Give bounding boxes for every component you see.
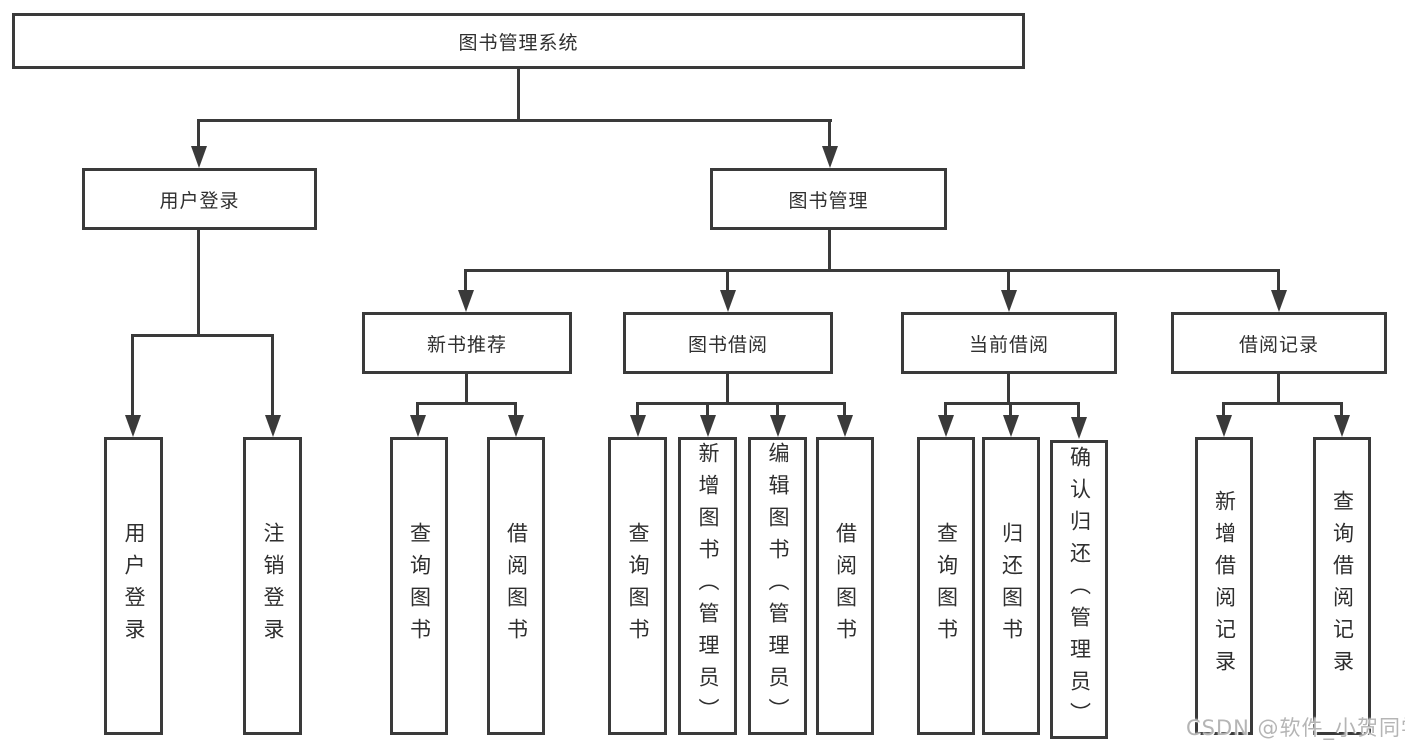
arrow-down-icon [938,415,954,437]
connector-line [131,334,134,416]
leaf-logout: 注销登录 [243,437,302,735]
node-label: 确认归还（管理员） [1067,445,1092,734]
connector-line [726,374,729,405]
connector-line [1077,402,1080,418]
connector-line [1222,402,1342,405]
node-label: 查询图书 [626,522,650,650]
node-label: 新增借阅记录 [1212,490,1237,682]
connector-line [464,269,467,291]
arrow-down-icon [125,415,141,437]
arrow-down-icon [837,415,853,437]
connector-line [726,269,729,291]
arrow-down-icon [458,290,474,312]
node-label: 借阅图书 [833,522,858,650]
arrow-down-icon [720,290,736,312]
leaf-return-books: 归还图书 [982,437,1040,735]
leaf-confirm-return-admin: 确认归还（管理员） [1050,440,1108,739]
connector-line [131,334,274,337]
node-label: 当前借阅 [968,333,1049,356]
connector-line [636,402,639,416]
connector-line [944,402,1080,405]
node-label: 借阅记录 [1238,333,1319,356]
node-label: 用户登录 [159,189,240,212]
node-label: 图书管理 [788,189,869,212]
connector-line [776,402,779,416]
node-label: 查询借阅记录 [1330,490,1355,682]
node-label: 查询图书 [934,522,959,650]
connector-line [197,230,200,337]
arrow-down-icon [1003,415,1019,437]
connector-line [1007,269,1010,291]
leaf-query-borrow-record: 查询借阅记录 [1313,437,1371,735]
connector-line [1277,374,1280,405]
connector-line [197,119,200,149]
arrow-down-icon [630,415,646,437]
node-label: 新书推荐 [426,333,507,356]
connector-line [636,402,846,405]
arrow-down-icon [1271,290,1287,312]
node-borrowing-records: 借阅记录 [1171,312,1387,374]
leaf-query-books-current: 查询图书 [917,437,975,735]
node-label: 新增图书（管理员） [696,442,720,730]
arrow-down-icon [770,415,786,437]
arrow-down-icon [410,415,426,437]
leaf-query-books-recommend: 查询图书 [390,437,448,735]
node-label: 查询图书 [407,522,432,650]
arrow-down-icon [265,415,281,437]
connector-line [464,269,1280,272]
node-label: 图书管理系统 [458,31,579,54]
connector-line [517,66,520,122]
connector-line [1007,374,1010,405]
leaf-user-login: 用户登录 [104,437,163,735]
arrow-down-icon [508,415,524,437]
connector-line [1009,402,1012,416]
connector-line [843,402,846,416]
node-label: 注销登录 [261,522,285,650]
node-label: 图书借阅 [687,333,768,356]
leaf-add-books-admin: 新增图书（管理员） [678,437,737,735]
node-label: 借阅图书 [504,522,529,650]
connector-line [416,402,419,416]
leaf-query-books-borrowing: 查询图书 [608,437,667,735]
leaf-borrow-books: 借阅图书 [816,437,874,735]
connector-line [828,119,831,149]
arrow-down-icon [700,415,716,437]
node-library-management-system: 图书管理系统 [12,13,1025,69]
node-new-book-recommendation: 新书推荐 [362,312,572,374]
node-book-borrowing: 图书借阅 [623,312,833,374]
csdn-watermark: CSDN @软件_小贺同学 [1186,716,1405,740]
leaf-borrow-books-recommend: 借阅图书 [487,437,545,735]
arrow-down-icon [1334,415,1350,437]
connector-line [1222,402,1225,416]
connector-line [514,402,517,416]
connector-line [416,402,517,405]
connector-line [1340,402,1343,416]
node-current-borrowing: 当前借阅 [901,312,1117,374]
arrow-down-icon [1001,290,1017,312]
arrow-down-icon [822,146,838,168]
node-book-management: 图书管理 [710,168,947,230]
connector-line [465,374,468,405]
node-label: 用户登录 [122,522,146,650]
connector-line [1277,269,1280,291]
connector-line [197,119,832,122]
connector-line [706,402,709,416]
arrow-down-icon [191,146,207,168]
node-label: 编辑图书（管理员） [766,442,790,730]
node-label: 归还图书 [999,522,1024,650]
arrow-down-icon [1071,417,1087,439]
leaf-edit-books-admin: 编辑图书（管理员） [748,437,807,735]
connector-line [271,334,274,416]
leaf-add-borrow-record: 新增借阅记录 [1195,437,1253,735]
node-user-login: 用户登录 [82,168,317,230]
arrow-down-icon [1216,415,1232,437]
connector-line [828,230,831,272]
connector-line [944,402,947,416]
